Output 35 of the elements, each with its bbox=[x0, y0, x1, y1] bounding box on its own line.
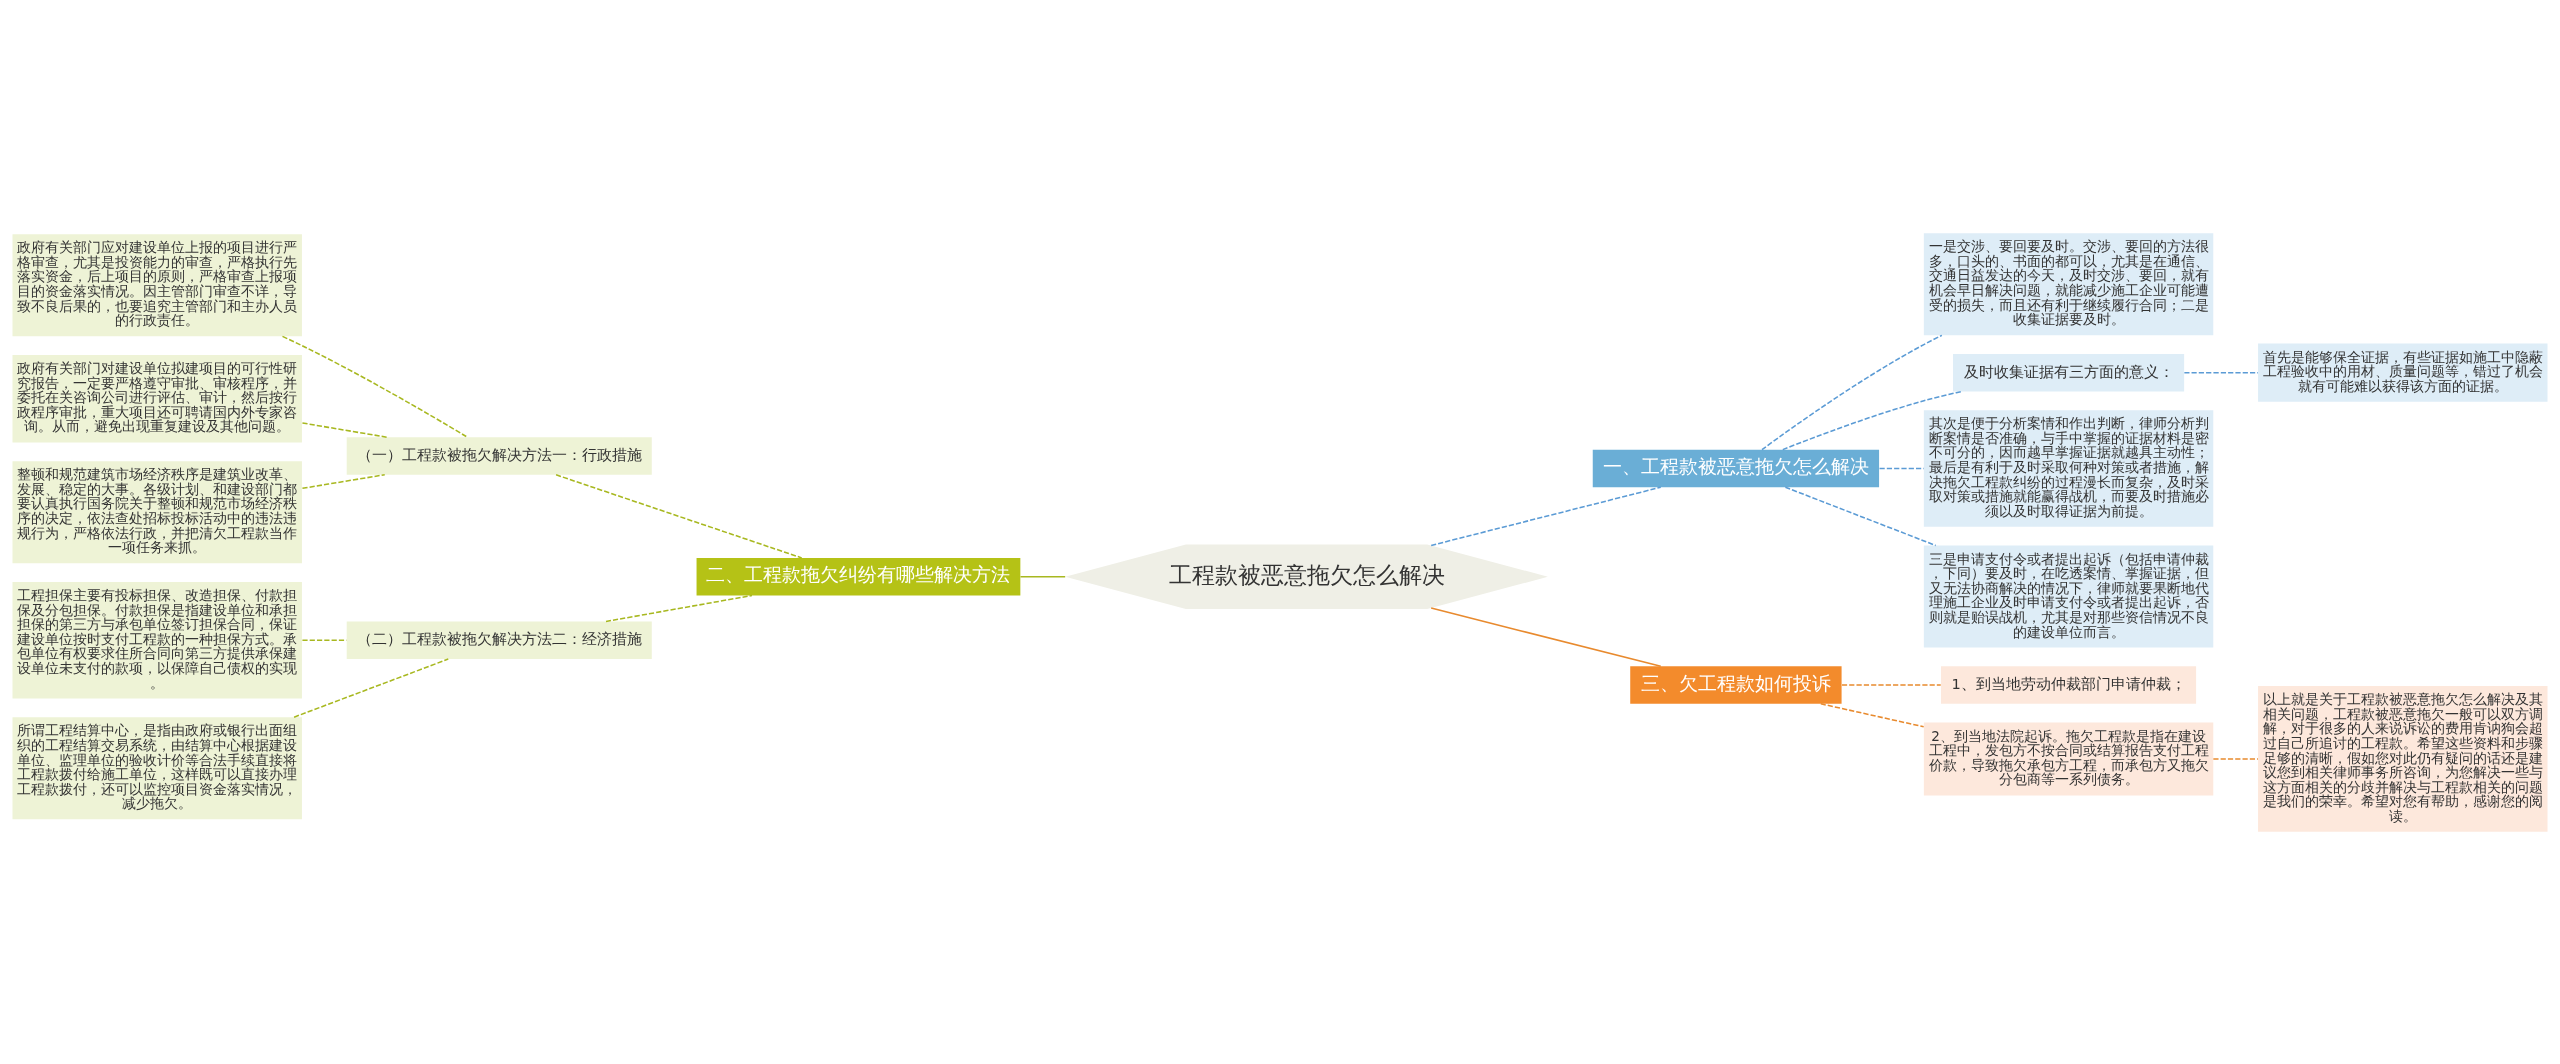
connector bbox=[293, 657, 450, 718]
node-box: 政府有关部门对建设单位拟建项目的可行性研究报告，一定要严格遵守审批、审核程序，并委托在关咨询公司进行评估、审计，然后按行政程序审批，重大项目还可聘请国内外专家咨询。从而，避免出现重复建设及其他问题。 bbox=[12, 354, 302, 442]
node-box: 三是申请支付令或者提出起诉（包括申请仲裁，下同）要及时，在吃透案情、掌握证据，但又无法协商解决的情况下，律师就要果断地代理施工企业及时申请支付令或者提出起诉，否则就是贻误战机，尤其是对那些资信情况不良的建设单位而言。 bbox=[1923, 545, 2214, 648]
node-box: 及时收集证据有三方面的意义： bbox=[1953, 353, 2185, 391]
node-box: 政府有关部门应对建设单位上报的项目进行严格审查，尤其是投资能力的审查，严格执行先落实资金，后上项目的原则，严格审查上报项目的资金落实情况。因主管部门审查不详，导致不良后果的，也要追究主管部门和主办人员的行政责任。 bbox=[12, 233, 302, 336]
node-box: 三、欠工程款如何投诉 bbox=[1630, 665, 1842, 704]
node-box: （二）工程款被拖欠解决方法二：经济措施 bbox=[346, 621, 652, 659]
connector bbox=[1430, 606, 1662, 667]
node-box: 一、工程款被恶意拖欠怎么解决 bbox=[1592, 449, 1880, 487]
node-box: 整顿和规范建筑市场经济秩序是建筑业改革、发展、稳定的大事。各级计划、和建设部门都要认真执行国务院关于整顿和规范市场经济秩序的决定，依法查处招标投标活动中的违法违规行为，严格依法行政，并把清欠工程款当作一项任务来抓。 bbox=[12, 460, 302, 563]
node-box: 二、工程款拖欠纠纷有哪些解决方法 bbox=[696, 557, 1021, 595]
node-box: 以上就是关于工程款被恶意拖欠怎么解决及其相关问题，工程款被恶意拖欠一般可以双方调解，对于很多的人来说诉讼的费用肯讷狗会超过自己所追讨的工程款。希望这些资料和步骤足够的清晰，假如您对此仍有疑问的话还是建议您到相关律师事务所咨询，为您解决一些与这方面相关的分歧并解决与工程款相关的问题是我们的荣幸。希望对您有帮助，感谢您的阅读。 bbox=[2258, 685, 2548, 832]
connector bbox=[1761, 334, 1943, 450]
connector bbox=[2212, 757, 2259, 760]
node-box: 其次是便于分析案情和作出判断，律师分析判断案情是否准确，与手中掌握的证据材料是密不可分的，因而越早掌握证据就越具主动性；最后是有利于及时采取何种对策或者措施，解决拖欠工程款纠纷的过程漫长而复杂，及时采取对策或措施就能赢得战机，而要及时措施必须以及时取得证据为前提。 bbox=[1923, 409, 2214, 527]
connector bbox=[1784, 485, 1937, 546]
connector bbox=[605, 594, 753, 622]
connector bbox=[2183, 371, 2259, 373]
node-box: 1、到当地劳动仲裁部门申请仲裁； bbox=[1941, 665, 2197, 704]
connector bbox=[1820, 702, 1925, 728]
node-box: 所谓工程结算中心，是指由政府或银行出面组织的工程结算交易系统，由结算中心根据建设单位、监理单位的验收计价等合法手续直接将工程款拨付给施工单位，这样既可以直接办理工程款拨付，还可以监控项目资金落实情况，减少拖欠。 bbox=[12, 716, 302, 819]
node-box: 工程担保主要有投标担保、改造担保、付款担保及分包担保。付款担保是指建设单位和承担担保的第三方与承包单位签订担保合同，保证建设单位按时支付工程款的一种担保方式。承包单位有权要求住所合同向第三方提供承保建设单位未支付的款项，以保障自己债权的实现。 bbox=[12, 581, 302, 699]
node-box: 2、到当地法院起诉。拖欠工程款是指在建设工程中，发包方不按合同或结算报告支付工程价款，导致拖欠承包方工程，而承包方又拖欠分包商等一系列债务。 bbox=[1923, 722, 2214, 795]
connector bbox=[1841, 683, 1942, 686]
connector bbox=[555, 473, 803, 559]
connector bbox=[1782, 390, 1963, 450]
connector bbox=[281, 335, 468, 438]
node-box: 一是交涉、要回要及时。交涉、要回的方法很多，口头的、书面的都可以，尤其是在通信、交通日益发达的今天，及时交涉、要回，就有机会早日解决问题，就能减少施工企业可能遭受的损失，而且还有利于继续履行合同；二是收集证据要及时。 bbox=[1923, 232, 2214, 335]
connector bbox=[1878, 467, 1925, 469]
connector bbox=[1019, 575, 1066, 578]
connector bbox=[301, 421, 388, 438]
node-box: 首先是能够保全证据，有些证据如施工中隐蔽工程验收中的用材、质量问题等，错过了机会就有可能难以获得该方面的证据。 bbox=[2258, 343, 2548, 402]
connector bbox=[1430, 485, 1662, 546]
connector bbox=[301, 473, 386, 489]
node-box: （一）工程款被拖欠解决方法一：行政措施 bbox=[346, 436, 652, 475]
